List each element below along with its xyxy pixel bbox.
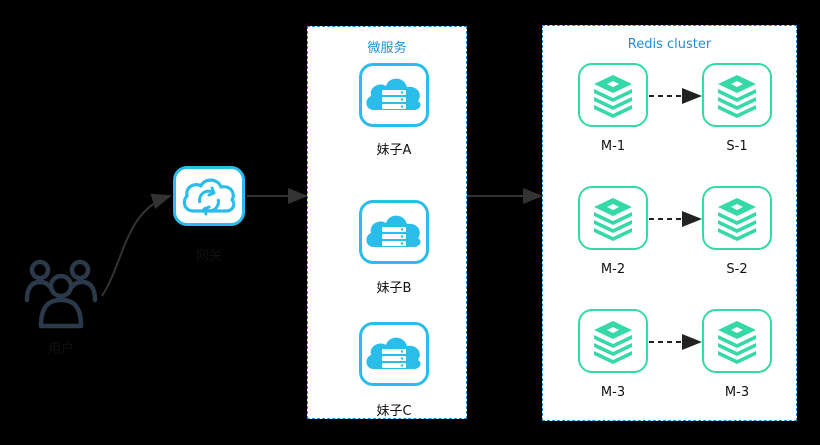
redis-master-node	[578, 63, 648, 127]
redis-stack-icon	[718, 75, 756, 118]
redis-master-node	[578, 309, 648, 373]
service-node	[359, 200, 429, 264]
redis-master-label: M-2	[600, 262, 626, 277]
service-label: 妹子B	[376, 281, 412, 296]
arrow-user-to-gateway	[101, 193, 172, 297]
redis-slave-node	[702, 309, 772, 373]
service-node	[359, 63, 429, 127]
users-icon	[24, 259, 98, 329]
redis-slave-label: S-2	[726, 262, 748, 277]
gateway-label: 网关	[195, 249, 222, 264]
redis-master-node	[578, 186, 648, 250]
redis-master-label: M-1	[600, 139, 626, 154]
service-label: 妹子A	[376, 143, 412, 158]
redis-cluster-title: Redis cluster	[627, 37, 712, 52]
redis-slave-label: S-1	[726, 139, 748, 154]
user-label: 用户	[47, 342, 74, 357]
redis-stack-icon	[718, 198, 756, 241]
redis-slave-node	[702, 186, 772, 250]
microservice-title: 微服务	[367, 41, 407, 56]
redis-slave-node	[702, 63, 772, 127]
service-node	[359, 322, 429, 386]
redis-slave-label: M-3	[724, 385, 750, 400]
cloud-server-icon	[366, 337, 421, 369]
cloud-server-icon	[366, 215, 421, 247]
cloud-sync-icon	[182, 178, 236, 216]
cloud-server-icon	[366, 78, 421, 110]
service-label: 妹子C	[376, 404, 412, 419]
redis-stack-icon	[594, 198, 632, 241]
redis-stack-icon	[594, 75, 632, 118]
redis-master-label: M-3	[600, 385, 626, 400]
gateway-node	[173, 166, 245, 226]
redis-stack-icon	[718, 321, 756, 364]
redis-stack-icon	[594, 321, 632, 364]
